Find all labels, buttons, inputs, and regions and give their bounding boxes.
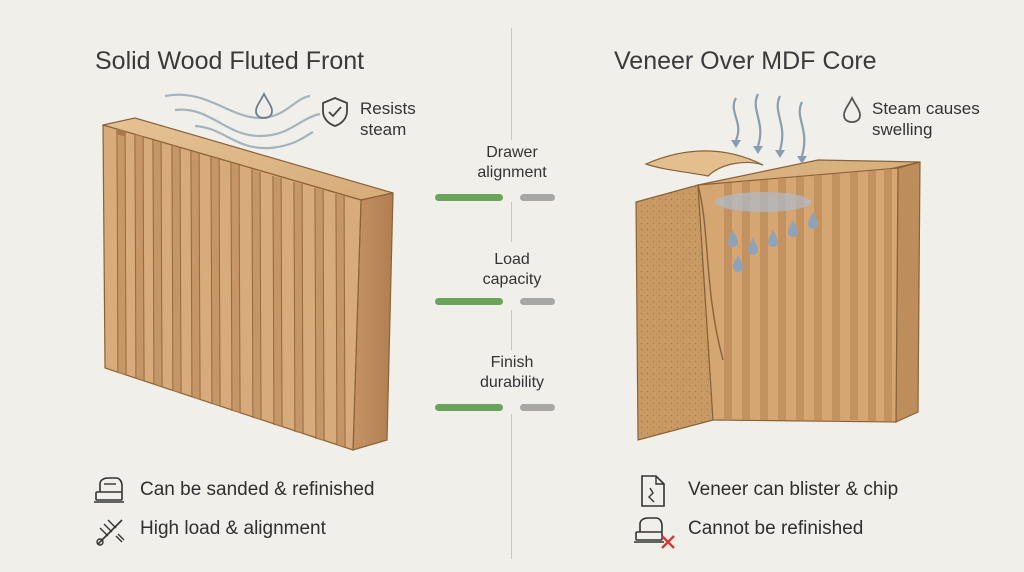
feature-high-load-alignment: High load & alignment	[140, 518, 326, 539]
solid-wood-block-illustration	[102, 93, 394, 451]
resists-steam-note: Resists steam	[360, 99, 416, 139]
shield-check-icon	[322, 97, 348, 127]
center-divider-segment	[511, 310, 512, 350]
swelling-area	[715, 192, 811, 212]
comparison-label-finish-durability: Finish durability	[442, 353, 582, 393]
veneer-flutes	[724, 169, 892, 421]
damaged-sheet-icon	[641, 475, 665, 507]
comparison-label-load-capacity: Load capacity	[442, 250, 582, 290]
sander-crossed-icon	[634, 517, 675, 549]
solid-wood-strong-bar	[435, 194, 503, 201]
veneer-mdf-title: Veneer Over MDF Core	[614, 46, 877, 75]
steam-causes-swelling-note: Steam causes swelling	[872, 99, 980, 139]
steam-arrows	[732, 93, 806, 157]
center-divider-segment	[511, 414, 512, 559]
center-divider-segment	[511, 202, 512, 242]
feature-veneer-blister-chip: Veneer can blister & chip	[688, 479, 899, 500]
water-drop-icon-right	[843, 96, 861, 123]
center-divider	[511, 28, 512, 140]
alignment-tools-icon	[96, 519, 125, 546]
steam-swirl-left	[164, 93, 321, 150]
water-drop-icon	[255, 92, 273, 119]
solid-wood-title: Solid Wood Fluted Front	[95, 46, 365, 75]
solid-wood-strong-bar	[435, 298, 503, 305]
veneer-mdf-block-illustration	[635, 93, 921, 441]
veneer-mdf-weak-bar	[520, 298, 555, 305]
feature-cannot-be-refinished: Cannot be refinished	[688, 518, 864, 539]
sander-icon	[94, 477, 124, 503]
feature-can-be-sanded: Can be sanded & refinished	[140, 479, 375, 500]
peeling-veneer	[644, 150, 764, 177]
water-drips	[728, 212, 818, 272]
veneer-mdf-weak-bar	[520, 404, 555, 411]
veneer-mdf-weak-bar	[520, 194, 555, 201]
comparison-label-drawer-alignment: Drawer alignment	[442, 143, 582, 183]
solid-wood-strong-bar	[435, 404, 503, 411]
